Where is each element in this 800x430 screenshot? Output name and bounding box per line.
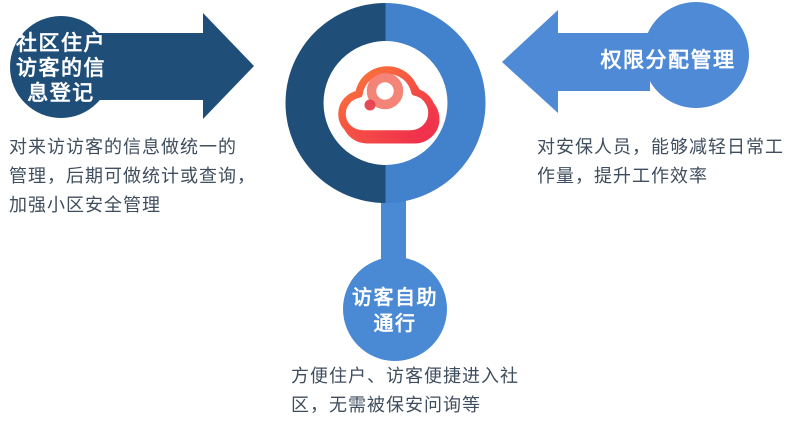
cloud-icon — [338, 66, 440, 144]
bottom-node-description: 方便住户、访客便捷进入社 区，无需被保安问询等 — [291, 366, 519, 416]
bottom-node-title: 访客自助 通行 — [352, 285, 438, 335]
cloud-ring-dot — [364, 99, 376, 111]
right-circle — [643, 2, 749, 108]
left-circle — [10, 16, 112, 118]
cloud-ring — [366, 72, 404, 110]
left-node-description: 对来访访客的信息做统一的 管理，后期可做统计或查询， 加强小区安全管理 — [9, 137, 256, 216]
left-arrow — [95, 13, 254, 119]
bottom-circle — [343, 257, 447, 361]
right-node-description: 对安保人员，能够减轻日常工 作量，提升工作效率 — [537, 137, 784, 187]
left-node-title: 社区住户 访客的信 息登记 — [16, 31, 106, 105]
center-donut-left-half — [285, 3, 386, 203]
right-arrow — [502, 10, 650, 113]
center-donut-right-half — [385, 3, 486, 203]
right-node-title: 权限分配管理 — [600, 48, 736, 72]
